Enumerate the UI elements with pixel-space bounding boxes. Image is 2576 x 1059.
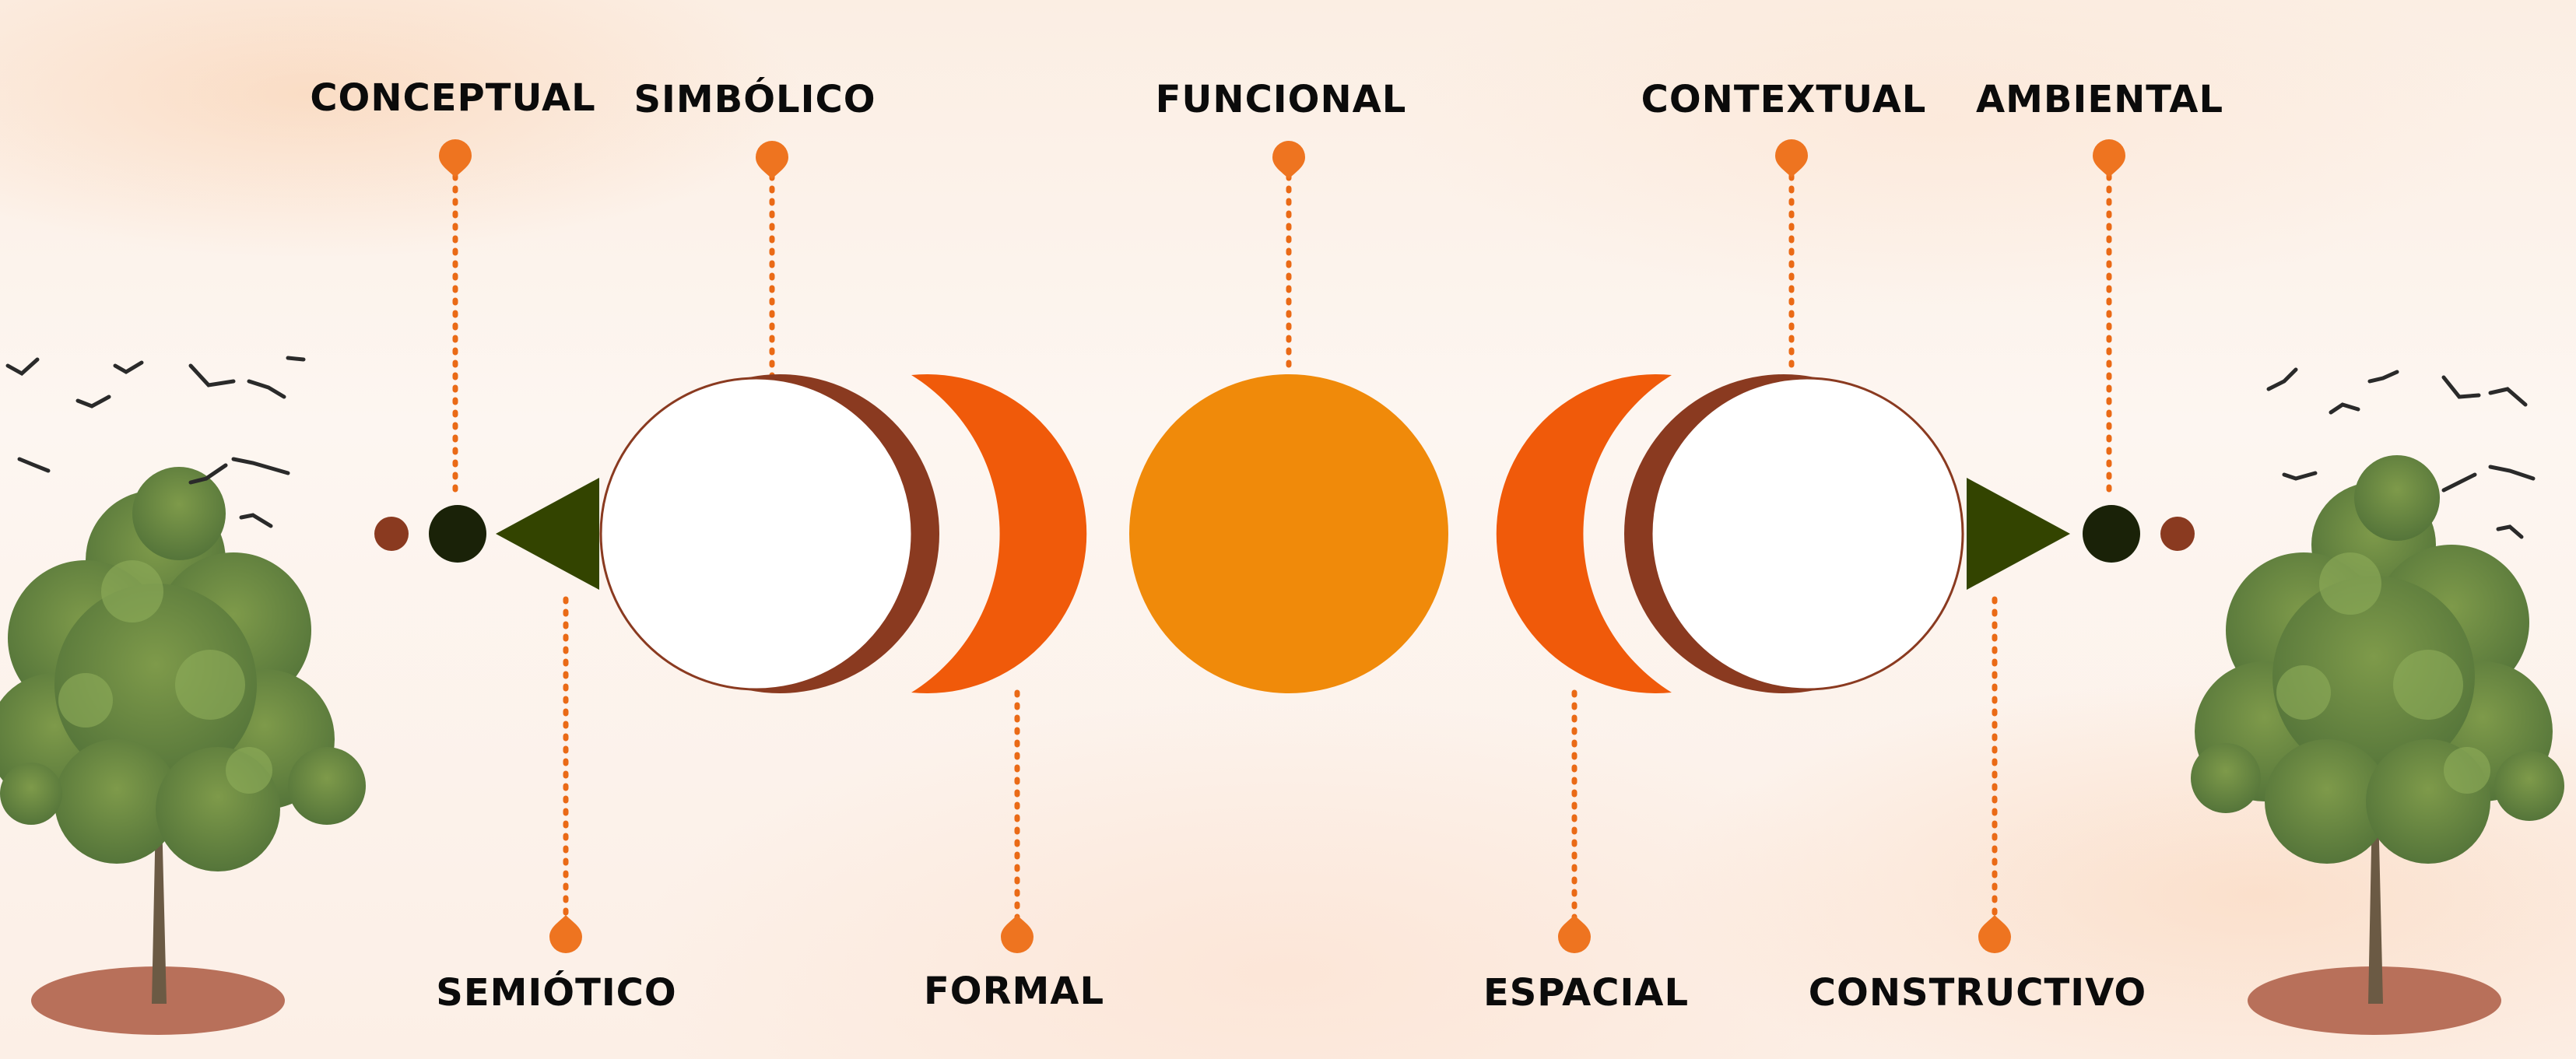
label-semiotico: SEMIÓTICO <box>436 970 676 1015</box>
pin-contextual <box>1775 139 1808 177</box>
pin-ambiental <box>2093 139 2125 177</box>
label-constructivo: CONSTRUCTIVO <box>1809 971 2146 1015</box>
label-contextual: CONTEXTUAL <box>1641 78 1927 121</box>
triangle-left <box>496 478 599 590</box>
label-espacial: ESPACIAL <box>1483 971 1689 1015</box>
pin-constructivo <box>1978 915 2011 953</box>
tree-right-illustration <box>2191 455 2564 1035</box>
label-ambiental: AMBIENTAL <box>1976 78 2223 121</box>
circle-right-inner <box>1651 378 1963 689</box>
pin-espacial <box>1558 915 1591 953</box>
pin-funcional <box>1272 141 1305 179</box>
label-simbolico: SIMBÓLICO <box>633 77 876 121</box>
pin-formal <box>1001 915 1034 953</box>
triangle-right <box>1967 478 2070 590</box>
dot-left-small <box>374 517 409 551</box>
dot-right-large <box>2083 505 2140 563</box>
pin-semiotico <box>549 915 582 953</box>
dot-left-large <box>429 505 486 563</box>
pin-conceptual <box>439 139 472 177</box>
label-formal: FORMAL <box>924 970 1104 1013</box>
pin-simbolico <box>756 141 788 179</box>
tree-left-illustration <box>0 467 366 1035</box>
label-conceptual: CONCEPTUAL <box>310 76 595 120</box>
full-circle-center <box>1129 374 1448 693</box>
dot-right-small <box>2160 517 2195 551</box>
circle-left-inner <box>601 378 912 689</box>
label-funcional: FUNCIONAL <box>1156 78 1407 121</box>
phase-sequence <box>374 374 2195 693</box>
